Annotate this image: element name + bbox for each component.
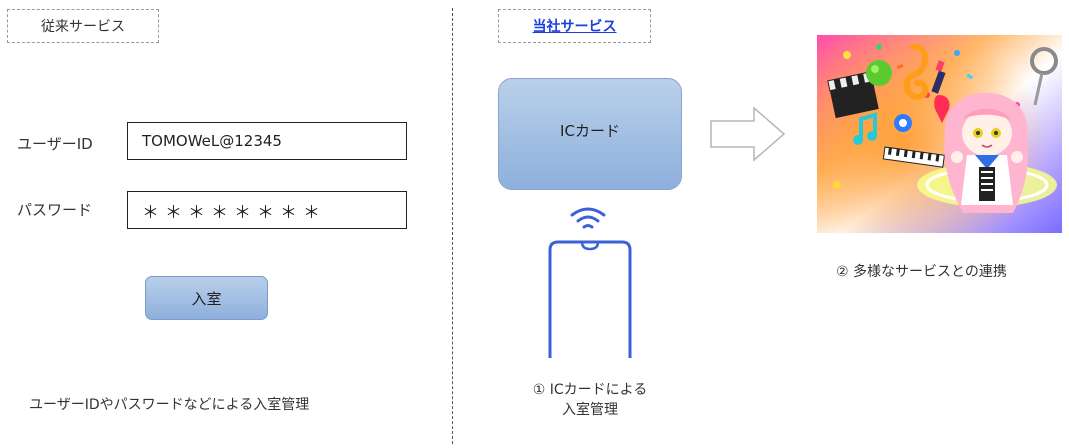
ic-card-label: ICカード (560, 121, 620, 140)
section-divider (452, 8, 453, 444)
legacy-service-title: 従来サービス (7, 9, 159, 43)
enter-button[interactable]: 入室 (145, 276, 268, 320)
our-service-title[interactable]: 当社サービス (498, 9, 651, 43)
services-illustration (817, 35, 1062, 233)
password-field[interactable]: ＊＊＊＊＊＊＊＊ (127, 191, 407, 229)
right-arrow-icon (710, 106, 786, 162)
password-label: パスワード (17, 201, 93, 219)
userid-field[interactable]: TOMOWeL@12345 (127, 122, 407, 160)
services-caption: ② 多様なサービスとの連携 (836, 264, 1007, 280)
legacy-caption: ユーザーIDやパスワードなどによる入室管理 (29, 397, 310, 413)
userid-label: ユーザーID (17, 135, 93, 153)
ic-card-caption-line1: ① ICカードによる (532, 382, 648, 398)
our-service-title-text[interactable]: 当社サービス (532, 19, 617, 35)
ic-card-caption-line2: 入室管理 (562, 402, 618, 418)
smartphone-icon (548, 240, 632, 358)
ic-card: ICカード (498, 78, 682, 190)
legacy-service-title-text: 従来サービス (41, 19, 125, 35)
wifi-icon (570, 207, 606, 229)
enter-button-label: 入室 (191, 289, 222, 308)
